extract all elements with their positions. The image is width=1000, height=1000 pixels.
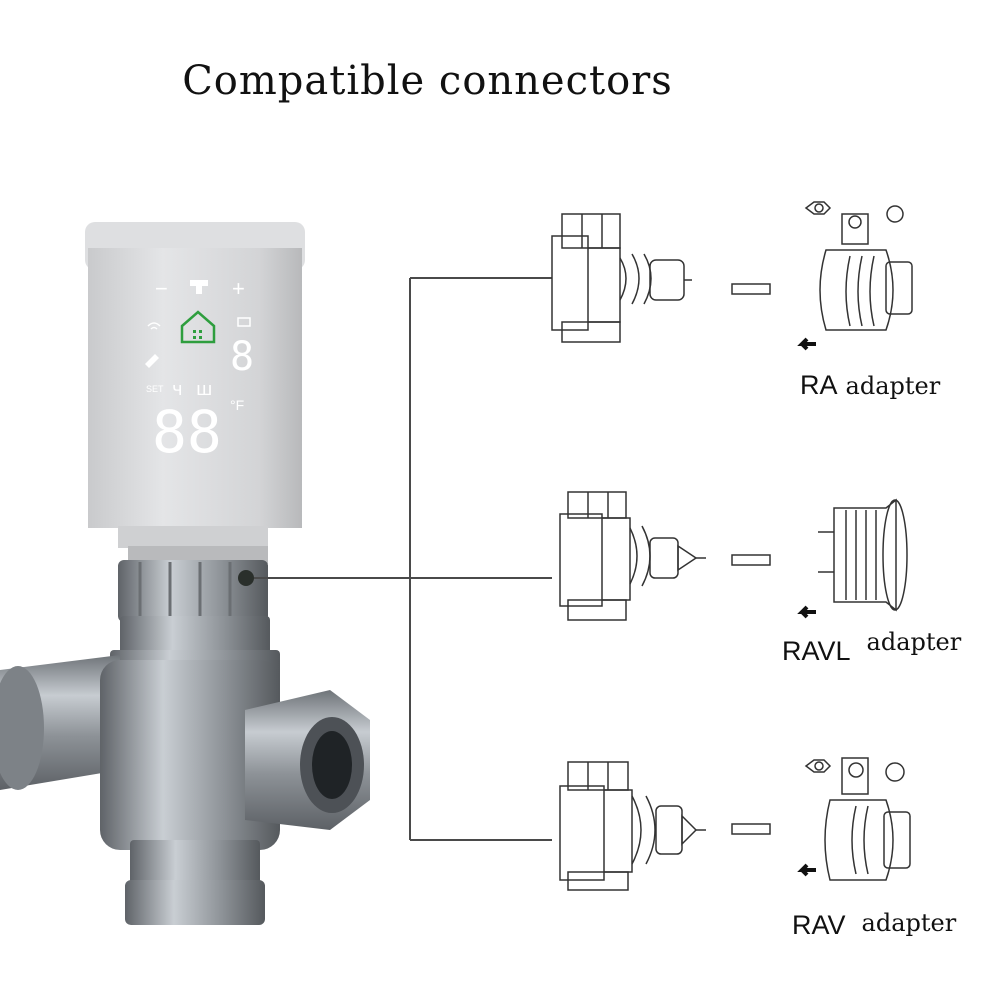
- thermostat-collar: [128, 546, 268, 564]
- ravl-pin: [731, 554, 771, 566]
- connection-point: [238, 570, 254, 586]
- ra-adapter-drawing: [804, 201, 913, 331]
- set-label: SET: [146, 384, 164, 394]
- small-digit-b: ш: [196, 379, 212, 400]
- ra-insert-arrow-icon: [797, 337, 816, 351]
- rav-code: RAV: [792, 910, 846, 940]
- small-digit-a: ч: [172, 379, 183, 400]
- valve-symbol-icon: [190, 280, 208, 294]
- airplane-icon: [145, 354, 159, 368]
- ravl-word: adapter: [866, 628, 962, 656]
- battery-icon: [237, 317, 251, 327]
- ravl-valve-drawing: [559, 491, 706, 621]
- ravl-adapter-label: RAVL adapter: [782, 628, 961, 667]
- ra-valve-drawing: [551, 213, 692, 343]
- plus-symbol: +: [232, 276, 245, 301]
- wifi-icon: [147, 322, 161, 330]
- ravl-adapter-drawing: [818, 498, 908, 612]
- ra-pin: [731, 283, 771, 295]
- rav-adapter-drawing: [804, 757, 911, 881]
- temperature-digits: 88: [152, 398, 222, 466]
- thermostat-body: [88, 248, 302, 528]
- connector-lines: [254, 277, 552, 841]
- unit-label: °F: [230, 397, 244, 413]
- rav-valve-drawing: [559, 761, 706, 891]
- ravl-code: RAVL: [782, 636, 851, 666]
- minus-symbol: −: [155, 276, 168, 301]
- ra-word: adapter: [845, 372, 941, 400]
- ra-code: RA: [800, 370, 838, 400]
- side-digit: 8: [230, 334, 254, 380]
- thermostat-display: − + SET ч ш 8 88 °F: [145, 276, 254, 466]
- rav-pin: [731, 823, 771, 835]
- valve-body: [0, 616, 370, 925]
- ravl-insert-arrow-icon: [797, 605, 816, 619]
- page-title: Compatible connectors: [182, 58, 673, 104]
- thermostat-product: − + SET ч ш 8 88 °F: [0, 222, 370, 925]
- rav-word: adapter: [861, 909, 957, 937]
- rav-adapter-label: RAV adapter: [792, 909, 957, 941]
- rav-insert-arrow-icon: [797, 863, 816, 877]
- home-icon: [180, 310, 216, 344]
